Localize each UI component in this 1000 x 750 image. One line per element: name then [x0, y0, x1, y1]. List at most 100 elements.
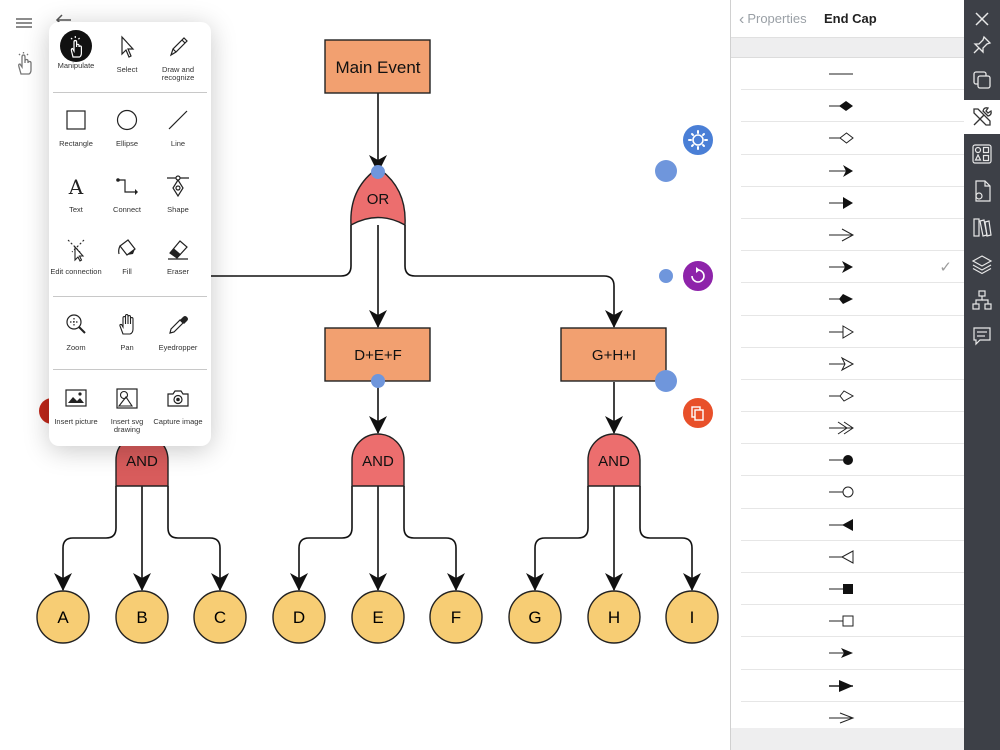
shapes-button[interactable]: [964, 137, 1000, 171]
rotate-icon[interactable]: [681, 259, 715, 293]
hierarchy-button[interactable]: [964, 283, 1000, 317]
leaf-label: B: [136, 608, 147, 627]
tool-pan[interactable]: Pan: [100, 312, 154, 352]
tool-label: Fill: [122, 267, 132, 276]
tool-edit-connection[interactable]: Edit connection: [49, 236, 103, 276]
pin-button[interactable]: [964, 28, 1000, 62]
selection-handle[interactable]: [655, 370, 677, 392]
leaf-event[interactable]: F: [429, 590, 483, 644]
tool-capture-image[interactable]: Capture image: [151, 386, 205, 426]
end-cap-double-open-arrow-icon: [829, 712, 855, 724]
end-cap-double-chevron-icon: [829, 421, 854, 435]
page-settings-button[interactable]: [964, 174, 1000, 208]
or-gate[interactable]: OR: [350, 167, 406, 227]
end-cap-arrow-concave-icon: [829, 164, 853, 177]
end-cap-option-open-diamond[interactable]: [741, 122, 964, 155]
hand-pointer-icon[interactable]: [14, 52, 34, 79]
end-cap-filled-diamond-arrow-icon: [829, 294, 853, 305]
duplicate-page-button[interactable]: [964, 63, 1000, 97]
end-cap-option-arrow-concave-large[interactable]: ✓: [741, 251, 964, 284]
end-cap-option-arrow-slanted-filled[interactable]: [741, 670, 964, 702]
end-cap-filled-diamond-icon: [829, 101, 853, 112]
tool-label: Eraser: [166, 267, 190, 276]
selection-handle[interactable]: [659, 269, 673, 283]
end-cap-option-open-chevron[interactable]: [741, 219, 964, 252]
end-cap-option-arrow-slanted[interactable]: [741, 637, 964, 670]
selection-handle[interactable]: [655, 160, 677, 182]
end-cap-option-open-diamond-arrow[interactable]: [741, 380, 964, 413]
layers-button[interactable]: [964, 247, 1000, 281]
and-gate[interactable]: AND: [351, 433, 405, 487]
leaf-label: H: [608, 608, 620, 627]
panel-title: End Cap: [824, 11, 877, 26]
ghi-box[interactable]: G+H+I: [560, 327, 667, 382]
tools-button[interactable]: [964, 100, 1000, 134]
selection-handle[interactable]: [371, 374, 385, 388]
tool-label: Shape: [167, 205, 189, 214]
leaf-event[interactable]: C: [193, 590, 247, 644]
end-cap-option-double-chevron[interactable]: [741, 412, 964, 445]
diagram-canvas[interactable]: Main Event OR D+E+F G+H+I AND AND: [0, 0, 730, 750]
end-cap-filled-triangle-icon: [829, 196, 853, 209]
end-cap-option-open-arrow[interactable]: [741, 348, 964, 380]
leaf-label: A: [57, 608, 69, 627]
end-cap-option-filled-triangle[interactable]: [741, 187, 964, 219]
end-cap-option-open-circle[interactable]: [741, 476, 964, 509]
leaf-event[interactable]: I: [665, 590, 719, 644]
leaf-event[interactable]: E: [351, 590, 405, 644]
leaf-event[interactable]: B: [115, 590, 169, 644]
leaf-event[interactable]: A: [36, 590, 90, 644]
end-cap-option-arrow-concave[interactable]: [741, 155, 964, 187]
end-cap-option-none[interactable]: [741, 58, 964, 91]
end-cap-option-filled-square[interactable]: [741, 573, 964, 606]
tool-line[interactable]: Line: [151, 108, 205, 148]
def-box[interactable]: D+E+F: [324, 327, 431, 382]
tool-zoom[interactable]: Zoom: [49, 312, 103, 352]
tool-eyedropper[interactable]: Eyedropper: [151, 312, 205, 352]
leaf-event[interactable]: D: [272, 590, 326, 644]
end-cap-option-open-square[interactable]: [741, 605, 964, 638]
gear-icon[interactable]: [681, 123, 715, 157]
end-cap-option-reverse-filled-triangle[interactable]: [741, 509, 964, 541]
fault-tree-diagram[interactable]: Main Event OR D+E+F G+H+I AND AND: [0, 0, 730, 750]
tool-insert-svg-drawing[interactable]: Insert svg drawing: [100, 386, 154, 434]
tool-ellipse[interactable]: Ellipse: [100, 108, 154, 148]
close-icon: [975, 12, 989, 26]
comments-button[interactable]: [964, 319, 1000, 353]
styles-icon: [973, 218, 992, 237]
styles-button[interactable]: [964, 210, 1000, 244]
tools-divider: [53, 296, 207, 297]
end-cap-option-open-triangle[interactable]: [741, 316, 964, 348]
tool-draw-and-recognize[interactable]: Draw and recognize: [151, 34, 205, 82]
end-cap-option-filled-diamond[interactable]: [741, 90, 964, 123]
tool-rectangle[interactable]: Rectangle: [49, 108, 103, 148]
and-gate[interactable]: AND: [587, 433, 641, 487]
tool-fill[interactable]: Fill: [100, 236, 154, 276]
end-cap-option-reverse-open-triangle[interactable]: [741, 541, 964, 573]
tool-shape[interactable]: Shape: [151, 174, 205, 214]
pin-icon: [973, 35, 992, 54]
end-cap-option-filled-circle[interactable]: [741, 444, 964, 477]
connectors: [54, 93, 701, 591]
tool-connect[interactable]: Connect: [100, 174, 154, 214]
hamburger-icon[interactable]: [16, 15, 32, 33]
main-event-box[interactable]: Main Event: [324, 39, 431, 94]
copy-icon: [973, 71, 991, 89]
main-event-label: Main Event: [335, 58, 420, 77]
tool-insert-picture[interactable]: Insert picture: [49, 386, 103, 426]
leaf-event[interactable]: H: [587, 590, 641, 644]
back-to-properties-button[interactable]: ‹Properties: [739, 11, 807, 29]
leaf-event[interactable]: G: [508, 590, 562, 644]
tool-label: Ellipse: [115, 139, 139, 148]
end-cap-option-filled-diamond-arrow[interactable]: [741, 283, 964, 316]
duplicate-icon[interactable]: [681, 396, 715, 430]
tool-eraser[interactable]: Eraser: [151, 236, 205, 276]
and-gate-label: AND: [362, 453, 394, 470]
tool-text[interactable]: A Text: [49, 174, 103, 214]
close-button[interactable]: [964, 2, 1000, 36]
and-gate[interactable]: AND: [115, 433, 169, 487]
tool-select[interactable]: Select: [100, 34, 154, 74]
tool-manipulate[interactable]: Manipulate: [49, 30, 103, 70]
selection-handle[interactable]: [371, 165, 385, 179]
tools-divider: [53, 369, 207, 370]
